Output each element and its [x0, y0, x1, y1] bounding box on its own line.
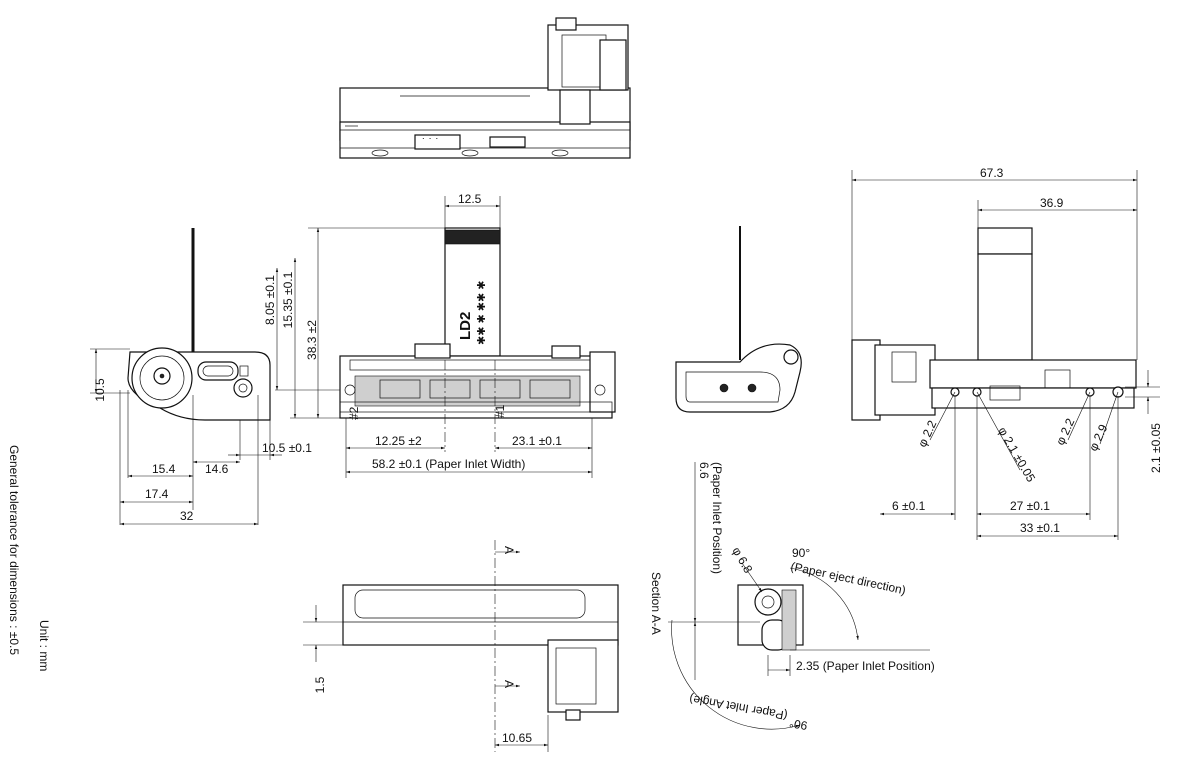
- dim-left-15-4: 15.4: [152, 462, 176, 476]
- left-view: 10.5 10.5 ±0.1 15.4 14.6 17.4 32: [90, 228, 312, 526]
- dim-left-height: 10.5: [93, 378, 107, 402]
- dim-left-17-4: 17.4: [145, 487, 169, 501]
- dia-label-3: φ 2.2: [1053, 416, 1078, 447]
- dim-height-15-35: 15.35 ±0.1: [281, 271, 295, 328]
- dim-left-14-6: 14.6: [205, 462, 229, 476]
- dim-front-23-1: 23.1 ±0.1: [512, 434, 562, 448]
- tolerance-note: General tolerance for dimensions : ±0.5: [7, 445, 21, 655]
- right-view: 67.3 36.9 6 ±0.1 27 ±0.1 33 ±0.1 2.1 ±0.…: [851, 166, 1163, 540]
- pin-label-2: #2: [347, 406, 361, 420]
- dia-label-1: φ 2.2: [915, 418, 940, 449]
- flex-label-ld2: LD2: [457, 312, 474, 340]
- front-view: LD2 ✱✱ ✱ ✱✱ ✱ #2 #1 12.5 38.3 ±2 15.35: [263, 192, 616, 478]
- dim-right-6: 6 ±0.1: [892, 499, 926, 513]
- flex-marks: ✱✱ ✱ ✱✱ ✱: [476, 281, 488, 345]
- dim-bottom-1-5: 1.5: [313, 676, 327, 693]
- dim-right-67-3: 67.3: [980, 166, 1004, 180]
- bottom-view: 1.5 10.65 A A: [303, 540, 619, 752]
- top-view-code: ˙ ˙ ˙: [422, 137, 439, 149]
- dim-right-33: 33 ±0.1: [1020, 521, 1060, 535]
- sec-angle-90-top: 90°: [792, 546, 810, 560]
- dim-height-8-05: 8.05 ±0.1: [263, 275, 277, 325]
- section-mark-top: A: [502, 546, 516, 554]
- dim-total-height: 38.3 ±2: [305, 320, 319, 360]
- sec-diameter: φ 6.8: [729, 545, 755, 576]
- notes: General tolerance for dimensions : ±0.5 …: [7, 445, 51, 671]
- dim-front-58-2: 58.2 ±0.1 (Paper Inlet Width): [372, 457, 525, 471]
- section-title: Section A-A: [649, 572, 663, 635]
- top-view: ˙ ˙ ˙: [339, 17, 631, 159]
- dim-left-10-5: 10.5 ±0.1: [262, 441, 312, 455]
- pin-label-1: #1: [493, 404, 507, 418]
- sec-inlet-angle: (Paper Inlet Angle): [688, 692, 788, 723]
- dim-flex-width: 12.5: [458, 192, 482, 206]
- sec-dim-6-6: 6.6: [697, 462, 711, 479]
- unit-note: Unit : mm: [37, 620, 51, 671]
- dim-bottom-10-65: 10.65: [502, 731, 532, 745]
- dim-front-12-25: 12.25 ±2: [375, 434, 422, 448]
- dim-right-36-9: 36.9: [1040, 196, 1064, 210]
- dim-right-27: 27 ±0.1: [1010, 499, 1050, 513]
- sec-angle-90-bottom: 90°: [788, 716, 809, 733]
- sec-dim-2-35: 2.35 (Paper Inlet Position): [796, 659, 935, 673]
- side-view: [675, 226, 802, 413]
- dim-right-2-1: 2.1 ±0.05: [1149, 423, 1163, 473]
- section-mark-bottom: A: [502, 680, 516, 688]
- dia-label-2: φ 2.1 ±0.05: [995, 425, 1038, 485]
- dim-left-32: 32: [180, 509, 194, 523]
- sec-eject-direction: (Paper eject direction): [789, 559, 907, 597]
- sec-dim-6-6-note: (Paper Inlet Position): [710, 462, 724, 574]
